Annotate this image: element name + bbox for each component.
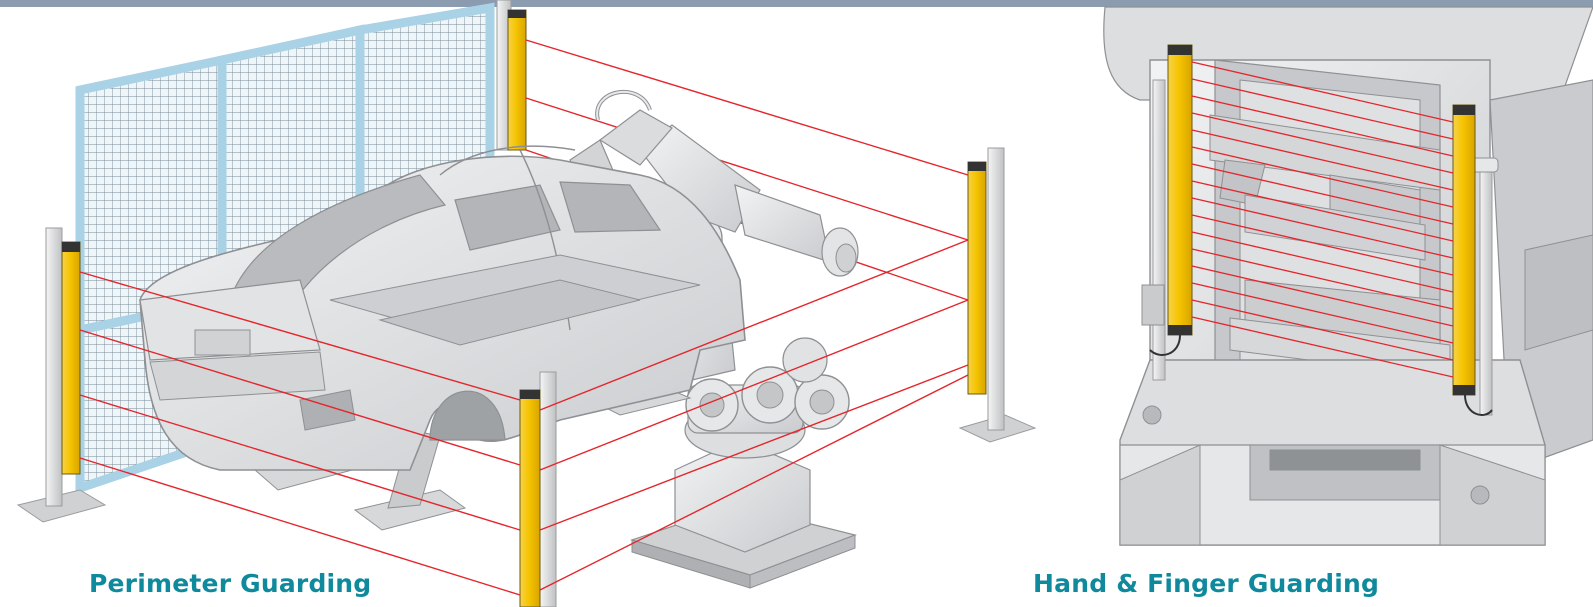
right-light-curtain (1452, 104, 1493, 416)
caption-perimeter-guarding: Perimeter Guarding (89, 569, 372, 598)
beams-left-to-front (79, 271, 521, 596)
back-sensor-post (496, 0, 527, 151)
top-bar (0, 0, 1593, 7)
left-light-curtain (1149, 44, 1193, 356)
right-sensor-post (958, 147, 1037, 443)
car-body (139, 145, 746, 471)
beams-front-to-right (539, 239, 969, 591)
finger-guard-beams (1191, 61, 1454, 378)
caption-hand-finger-guarding: Hand & Finger Guarding (1033, 569, 1380, 598)
robot-cell-illustration (16, 0, 1037, 607)
front-sensor-post (519, 371, 557, 607)
press-machine-illustration (1103, 6, 1593, 546)
left-sensor-post (16, 227, 107, 523)
